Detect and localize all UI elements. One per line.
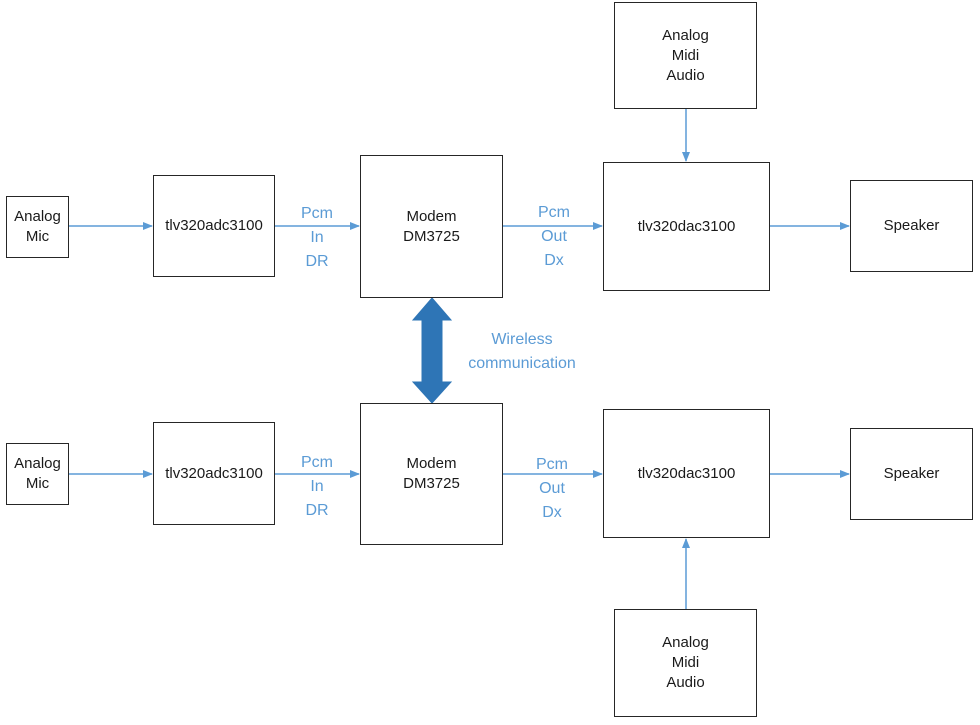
top-analog-mic-label: Analog Mic [14, 208, 61, 245]
bottom-speaker-label: Speaker [883, 465, 940, 482]
bottom-dac-label: tlv320dac3100 [637, 464, 736, 482]
bottom-analog-mic-label: Analog Mic [14, 455, 61, 492]
top-speaker-box: Speaker [850, 180, 973, 272]
wireless-double-arrow [411, 297, 453, 404]
top-adc-box: tlv320adc3100 [153, 175, 275, 277]
bottom-midi-audio-label: Analog Midi Audio [662, 634, 709, 691]
top-analog-mic-box: Analog Mic [6, 196, 69, 258]
bottom-pcm-out-label: Pcm Out Dx [536, 456, 568, 521]
bottom-modem-box: Modem DM3725 [360, 403, 503, 545]
top-midi-audio-label: Analog Midi Audio [662, 26, 709, 84]
bottom-analog-mic-box: Analog Mic [6, 443, 69, 505]
wireless-communication-label: Wireless communication [468, 331, 576, 372]
top-dac-box: tlv320dac3100 [603, 162, 770, 291]
top-dac-label: tlv320dac3100 [637, 217, 736, 235]
bottom-pcm-in-label: Pcm In DR [301, 454, 333, 519]
top-pcm-out-label: Pcm Out Dx [538, 204, 570, 269]
top-speaker-label: Speaker [883, 217, 940, 234]
bottom-midi-audio-box: Analog Midi Audio [614, 609, 757, 717]
top-modem-box: Modem DM3725 [360, 155, 503, 298]
top-pcm-in-label: Pcm In DR [301, 205, 333, 270]
bottom-adc-box: tlv320adc3100 [153, 422, 275, 525]
top-adc-label: tlv320adc3100 [165, 217, 263, 234]
bottom-speaker-box: Speaker [850, 428, 973, 520]
bottom-adc-label: tlv320adc3100 [165, 464, 263, 482]
bottom-modem-label: Modem DM3725 [403, 455, 460, 492]
top-modem-label: Modem DM3725 [403, 207, 460, 245]
top-midi-audio-box: Analog Midi Audio [614, 2, 757, 109]
bottom-dac-box: tlv320dac3100 [603, 409, 770, 538]
